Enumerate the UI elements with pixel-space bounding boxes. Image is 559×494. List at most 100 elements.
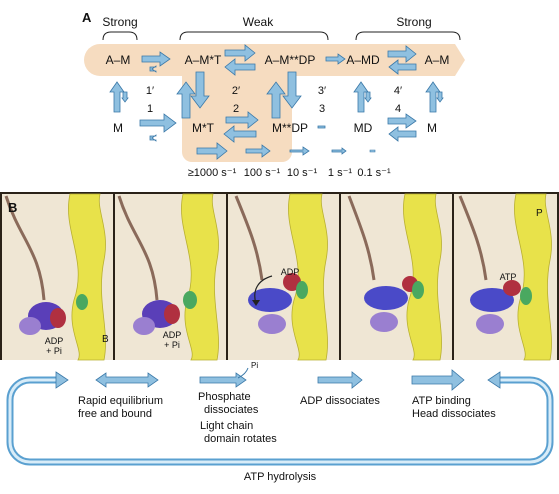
arrow-vert-1-up: [109, 81, 125, 113]
arrow-bottom-4-forward: [387, 113, 417, 129]
caption-1-line-2: free and bound: [78, 408, 152, 420]
frame-3-top-label: ADP: [281, 267, 300, 277]
state-bottom-4: MD: [354, 121, 373, 135]
frame-3-rotation-arrowhead: [252, 300, 260, 306]
caption-2-line-1: Phosphate: [198, 391, 251, 403]
frame-1-light-chain: [76, 294, 88, 310]
caption-2-line-2: dissociates: [204, 404, 259, 416]
bracket-weak-label: Weak: [243, 15, 274, 29]
frame-1-bottom-label-1: ADP: [45, 336, 64, 346]
arrow-top-4-back: [388, 59, 417, 75]
top-row-arrows: [141, 44, 417, 76]
panel-a: A Strong Weak Strong A–M A–M*T A–M**DP A…: [82, 10, 465, 179]
caption-1-line-1: Rapid equilibrium: [78, 395, 163, 407]
frame-2: ADP + Pi: [115, 193, 226, 361]
arrow-top-3-forward: [325, 53, 346, 65]
legend-label-1: 1 s⁻¹: [328, 167, 352, 179]
step-label-1-primed: 1′: [146, 85, 154, 97]
state-top-2: A–M*T: [185, 53, 222, 67]
bottom-row-arrows: [139, 111, 417, 143]
frame-2-nucleotide: [164, 304, 180, 324]
frame-3-myosin-head: [248, 288, 292, 312]
rate-legend: ≥1000 s⁻¹ 100 s⁻¹ 10 s⁻¹ 1 s⁻¹ 0.1 s⁻¹: [188, 142, 391, 179]
equilibrium-arrow: [95, 372, 159, 388]
step-label-4-primed: 4′: [394, 85, 402, 97]
filament-label-top: P: [536, 208, 543, 219]
frame-3-lever: [258, 314, 286, 334]
frame-1-actin: [68, 193, 106, 361]
top-row-states: A–M A–M*T A–M**DP A–MD A–M: [106, 53, 450, 67]
step-label-2-primed: 2′: [232, 85, 240, 97]
frame-4-myosin-tail: [347, 195, 376, 281]
legend-arrow-0-1: [369, 149, 376, 153]
arrow-vert-4-down: [364, 91, 372, 103]
state-bottom-3: M**DP: [272, 121, 308, 135]
frame-5-light-chain: [520, 287, 532, 305]
frame-5: ATP P: [454, 193, 557, 361]
frame-2-lever: [133, 317, 155, 335]
arrow-bottom-1-back: [149, 134, 157, 142]
cycle-loop-inner: [8, 378, 552, 464]
phosphate-release-arrow: [237, 367, 249, 379]
frame-1-myosin-tail: [4, 195, 46, 301]
arrow-bottom-4-back: [388, 126, 417, 142]
legend-arrow-1000: [196, 142, 228, 160]
bottom-row-states: M M*T M**DP MD M: [113, 121, 437, 135]
state-top-4: A–MD: [346, 53, 380, 67]
state-bottom-5: M: [427, 121, 437, 135]
state-bottom-2: M*T: [192, 121, 215, 135]
frame-5-myosin-tail: [458, 195, 488, 281]
step-label-3: 3: [319, 103, 325, 115]
arrow-top-4-forward: [387, 45, 417, 63]
bracket-strong-left: [102, 31, 138, 41]
cycle-arrowhead-left: [55, 371, 69, 389]
frame-1: B B ADP + Pi: [2, 193, 113, 361]
atp-arrow: [411, 369, 465, 391]
highlight-top-pathway: [84, 44, 465, 76]
state-top-1: A–M: [106, 53, 131, 67]
frame-5-myosin-head: [470, 288, 514, 312]
state-top-3: A–M**DP: [265, 53, 316, 67]
arrow-top-2-back: [224, 58, 256, 76]
caption-4-line-1: ATP binding: [412, 395, 471, 407]
panel-b-label: B: [8, 200, 17, 215]
arrow-vert-2-up: [176, 81, 196, 119]
bracket-strong-right-label: Strong: [396, 15, 431, 29]
frame-4-myosin-head: [364, 286, 408, 310]
highlight-weak-loop: [182, 62, 292, 162]
bracket-strong-right: [355, 31, 461, 41]
step-labels: 1′ 2′ 3′ 4′ 1 2 3 4: [146, 85, 402, 115]
arrow-vert-4-up: [353, 81, 369, 113]
state-top-5: A–M: [425, 53, 450, 67]
arrow-vert-5-down: [436, 91, 444, 103]
frame-2-bottom-label-1: ADP: [163, 330, 182, 340]
frame-4: [341, 193, 452, 361]
legend-label-10: 10 s⁻¹: [287, 167, 318, 179]
reaction-cycle: Pi Rapid equilibrium free and bound Phos…: [6, 361, 554, 483]
legend-arrow-10: [289, 146, 310, 156]
panel-a-label: A: [82, 10, 92, 25]
frame-4-actin: [403, 193, 442, 361]
frame-2-bottom-label-2: + Pi: [164, 340, 180, 350]
caption-3-line-1: ADP dissociates: [300, 395, 380, 407]
arrow-top-1-back: [149, 65, 157, 73]
arrow-vert-3-up: [266, 81, 286, 119]
legend-label-1000: ≥1000 s⁻¹: [188, 167, 237, 179]
frame-5-top-label: ATP: [500, 272, 517, 282]
step-label-1: 1: [147, 103, 153, 115]
frame-5-actin: [514, 193, 552, 361]
bracket-weak: [179, 31, 329, 41]
frame-1-bottom-label-2: + Pi: [46, 346, 62, 356]
vertical-arrows: [109, 71, 444, 119]
arrow-vert-3-down: [282, 71, 302, 109]
legend-arrow-100: [245, 144, 271, 158]
caption-4-line-2: Head dissociates: [412, 408, 496, 420]
state-bottom-1: M: [113, 121, 123, 135]
arrow-vert-2-down: [190, 71, 210, 109]
arrow-bottom-1-forward: [139, 113, 177, 133]
filament-label-bottom: B: [102, 334, 109, 345]
arrow-bottom-2-forward: [225, 111, 259, 129]
frame-1-lever: [19, 317, 41, 335]
cycle-label: ATP hydrolysis: [244, 471, 317, 483]
